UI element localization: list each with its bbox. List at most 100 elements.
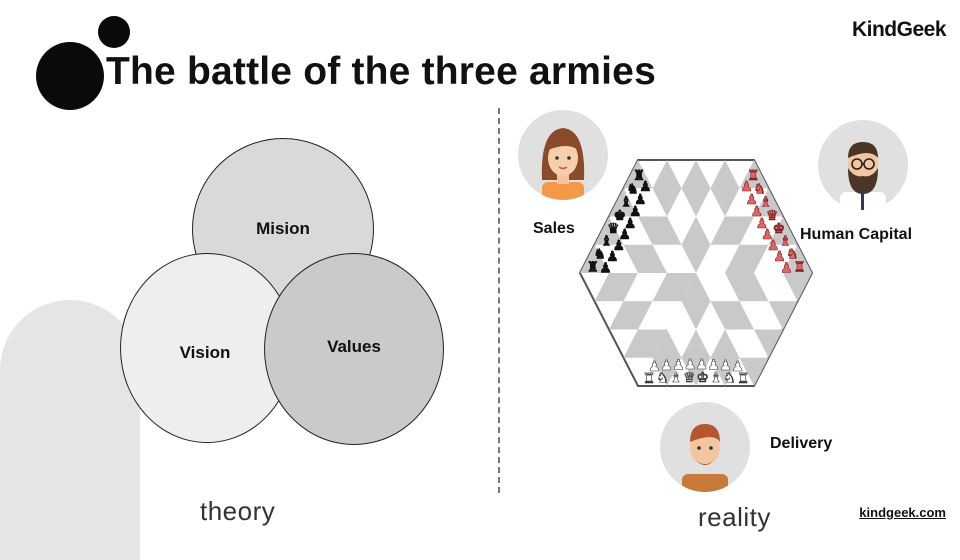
- board-square-dark: [710, 301, 754, 330]
- delivery-chess-piece: ♟: [719, 358, 732, 374]
- human-capital-chess-piece: ♟: [740, 179, 753, 195]
- board-square-dark: [623, 329, 667, 358]
- human-capital-chess-piece: ♝: [779, 234, 792, 250]
- sales-chess-piece: ♜: [586, 260, 599, 276]
- board-square-dark: [681, 160, 711, 217]
- human-capital-chess-piece: ♟: [780, 260, 793, 276]
- footer-url-link[interactable]: kindgeek.com: [859, 505, 946, 520]
- decorative-dot-large: [36, 42, 104, 110]
- board-square-dark: [812, 330, 814, 358]
- venn-label-values: Values: [327, 337, 381, 356]
- avatar-sales: [518, 110, 608, 200]
- delivery-chess-piece: ♜: [737, 371, 750, 387]
- human-capital-chess-piece: ♟: [745, 192, 758, 208]
- board-square-dark: [580, 357, 624, 386]
- board-square-dark: [580, 160, 595, 189]
- board-square-dark: [710, 216, 754, 245]
- venn-circle-values: Values: [264, 253, 444, 445]
- brand-logo: KindGeek: [851, 18, 947, 41]
- delivery-chess-piece: ♛: [683, 370, 696, 386]
- board-square-dark: [638, 216, 682, 245]
- board-square-dark: [580, 244, 609, 273]
- avatar-delivery: [660, 402, 750, 492]
- sales-chess-piece: ♟: [624, 216, 637, 232]
- woman-avatar-icon: [541, 128, 585, 200]
- delivery-chess-piece: ♜: [643, 371, 656, 387]
- human-capital-chess-piece: ♟: [761, 227, 774, 243]
- board-square-dark: [710, 329, 740, 386]
- human-capital-chess-piece: ♟: [756, 216, 769, 232]
- sales-chess-piece: ♟: [634, 192, 647, 208]
- delivery-chess-piece: ♟: [731, 359, 744, 375]
- board-square-dark: [725, 273, 769, 302]
- board-square-dark: [783, 244, 812, 273]
- board-square-dark: [594, 273, 638, 302]
- board-square-dark: [578, 188, 580, 216]
- army-label-delivery: Delivery: [770, 435, 833, 452]
- board-square-dark: [652, 273, 696, 302]
- avatar-human-capital: [818, 120, 908, 210]
- human-capital-chess-piece: ♜: [747, 168, 760, 184]
- delivery-chess-piece: ♟: [648, 359, 661, 375]
- board-square-dark: [783, 273, 812, 302]
- army-label-sales: Sales: [533, 220, 575, 237]
- sales-chess-piece: ♟: [606, 249, 619, 265]
- slide-title: The battle of the three armies: [106, 50, 656, 93]
- board-square-dark: [710, 160, 740, 217]
- delivery-chess-piece: ♝: [710, 370, 723, 386]
- delivery-chess-piece: ♝: [670, 370, 683, 386]
- board-square-dark: [652, 160, 682, 217]
- delivery-chess-piece: ♟: [707, 357, 720, 373]
- sales-chess-piece: ♞: [593, 247, 606, 263]
- sales-chess-piece: ♝: [620, 195, 633, 211]
- board-square-dark: [681, 216, 711, 273]
- delivery-chess-piece: ♚: [696, 370, 709, 386]
- human-capital-chess-piece: ♚: [772, 221, 785, 237]
- sales-chess-piece: ♝: [600, 234, 613, 250]
- sales-chess-piece: ♚: [614, 208, 627, 224]
- board-square-dark: [725, 244, 769, 273]
- delivery-chess-piece: ♟: [672, 357, 685, 373]
- human-capital-chess-piece: ♝: [760, 195, 773, 211]
- army-label-human-capital: Human Capital: [800, 226, 913, 243]
- sales-chess-piece: ♞: [626, 181, 639, 197]
- three-player-chess-board: ♜♟♞♟♝♟♛♟♚♟♝♟♞♟♜♟♜♟♞♟♝♟♛♟♚♟♝♟♞♟♜♟♜♟♞♟♝♟♛♟…: [578, 159, 814, 387]
- sales-chess-piece: ♟: [639, 179, 652, 195]
- human-capital-chess-piece: ♞: [753, 181, 766, 197]
- board-square-dark: [797, 160, 812, 189]
- delivery-chess-piece: ♟: [684, 357, 697, 373]
- board-squares: [578, 160, 814, 386]
- caption-reality: reality: [698, 502, 771, 532]
- human-capital-chess-piece: ♞: [786, 247, 799, 263]
- board-square-dark: [812, 188, 814, 216]
- decorative-dot-small: [98, 16, 130, 48]
- delivery-chess-piece: ♟: [696, 357, 709, 373]
- caption-theory: theory: [200, 496, 276, 526]
- sales-chess-piece: ♟: [618, 227, 631, 243]
- man-avatar-icon: [682, 424, 728, 492]
- sales-chess-piece: ♜: [633, 168, 646, 184]
- board-square-dark: [797, 357, 812, 386]
- venn-label-mision: Mision: [256, 219, 310, 238]
- board-square-dark: [580, 301, 595, 330]
- human-capital-chess-piece: ♟: [767, 238, 780, 254]
- board-square-dark: [623, 244, 667, 273]
- delivery-chess-piece: ♟: [660, 358, 673, 374]
- bearded-man-avatar-icon: [840, 142, 886, 210]
- human-capital-chess-piece: ♛: [766, 208, 779, 224]
- sales-chess-piece: ♟: [599, 260, 612, 276]
- human-capital-chess-piece: ♜: [793, 260, 806, 276]
- sales-chess-piece: ♛: [607, 221, 620, 237]
- human-capital-chess-piece: ♟: [773, 249, 786, 265]
- board-square-dark: [580, 329, 609, 358]
- dashed-divider: [498, 108, 500, 493]
- board-square-dark: [681, 329, 711, 386]
- sales-chess-piece: ♟: [613, 238, 626, 254]
- delivery-chess-piece: ♞: [656, 370, 669, 386]
- board-square-dark: [609, 301, 653, 330]
- sales-chess-piece: ♟: [629, 204, 642, 220]
- delivery-chess-piece: ♞: [723, 370, 736, 386]
- venn-label-vision: Vision: [179, 343, 231, 362]
- decorative-shape: [0, 300, 140, 560]
- human-capital-chess-piece: ♟: [750, 204, 763, 220]
